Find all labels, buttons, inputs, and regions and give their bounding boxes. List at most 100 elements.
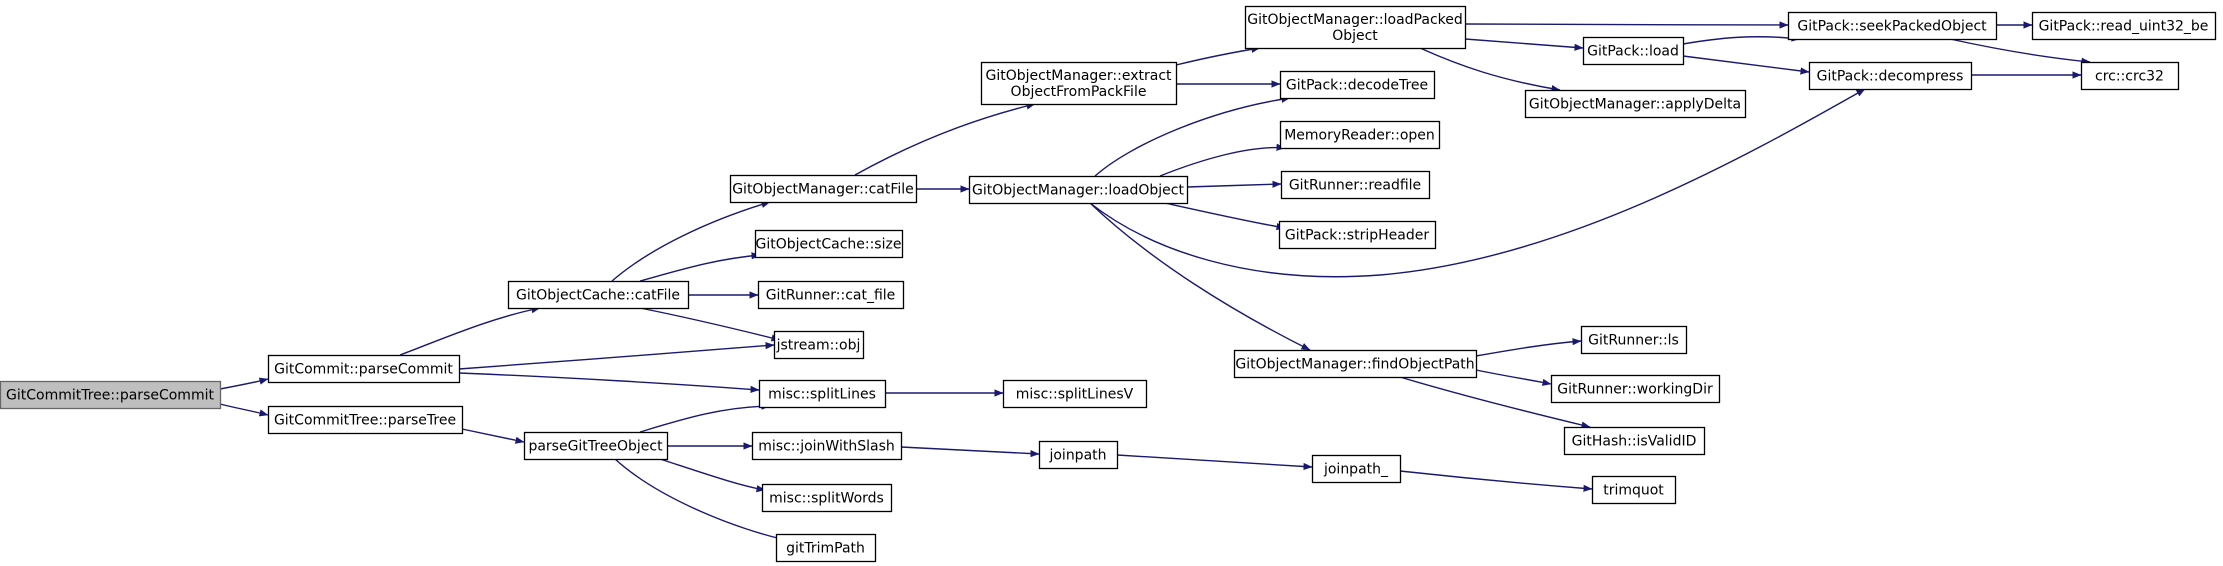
function-node-n16[interactable]: GitPack::stripHeader — [1278, 220, 1437, 250]
function-node-n26[interactable]: GitHash::isValidID — [1563, 426, 1706, 456]
node-box — [2080, 61, 2180, 91]
function-node-n22[interactable]: GitPack::read_uint32_be — [2031, 11, 2217, 41]
function-node-n0[interactable]: GitCommitTree::parseCommit — [0, 380, 222, 410]
function-label: GitObjectManager::catFile — [732, 182, 914, 198]
function-node-n25[interactable]: GitRunner::workingDir — [1550, 374, 1721, 404]
node-box — [507, 280, 690, 310]
call-edge-n11-n15 — [1186, 180, 1282, 188]
node-box — [1550, 374, 1721, 404]
function-label: GitObjectCache::catFile — [516, 288, 680, 304]
function-node-n8[interactable]: GitObjectCache::size — [754, 229, 904, 259]
function-label: GitObjectManager::findObjectPath — [1235, 357, 1474, 373]
function-label: GitObjectManager::extract — [985, 68, 1172, 84]
node-box — [1524, 89, 1747, 119]
call-edge-n1-n5 — [458, 372, 760, 393]
node-box — [2031, 11, 2217, 41]
function-node-n10[interactable]: GitObjectManager::extractObjectFromPackF… — [980, 61, 1178, 106]
call-edge-n3-n8 — [639, 252, 761, 282]
function-node-n15[interactable]: GitRunner::readfile — [1280, 170, 1431, 200]
function-node-n19[interactable]: GitObjectManager::applyDelta — [1524, 89, 1747, 119]
node-box — [980, 61, 1178, 106]
node-box — [1278, 220, 1437, 250]
call-edge-n3-n7 — [611, 201, 771, 282]
node-box — [1591, 475, 1677, 505]
call-edge-n11-n14 — [1159, 143, 1286, 177]
function-label: GitObjectManager::applyDelta — [1529, 97, 1741, 113]
function-node-n2[interactable]: GitCommitTree::parseTree — [267, 405, 464, 435]
call-edge-n32-n33 — [1399, 470, 1593, 492]
node-box — [1279, 70, 1436, 100]
node-box — [1038, 440, 1119, 470]
function-node-n27[interactable]: misc::splitLinesV — [1002, 379, 1148, 409]
function-node-n30[interactable]: gitTrimPath — [775, 533, 877, 563]
node-box — [267, 354, 461, 384]
function-node-n5[interactable]: misc::splitLines — [758, 379, 887, 409]
call-edge-n3-n4 — [639, 307, 781, 342]
call-edge-n28-n31 — [900, 446, 1040, 458]
function-node-n24[interactable]: GitRunner::ls — [1580, 325, 1688, 355]
call-edge-n11-n16 — [1164, 202, 1286, 231]
call-edge-n11-n13 — [1094, 95, 1291, 177]
function-label: GitRunner::readfile — [1289, 178, 1421, 194]
node-box — [523, 431, 669, 461]
function-label: joinpath_ — [1323, 462, 1389, 478]
node-box — [729, 174, 918, 204]
function-node-n3[interactable]: GitObjectCache::catFile — [507, 280, 690, 310]
call-edge-n12-n18 — [1464, 38, 1584, 51]
function-node-n21[interactable]: GitPack::decompress — [1808, 61, 1973, 91]
function-node-n32[interactable]: joinpath_ — [1311, 454, 1402, 484]
call-edge-n17-n26 — [1399, 376, 1591, 429]
function-label: GitCommitTree::parseTree — [274, 413, 456, 429]
node-box — [754, 229, 904, 259]
function-node-n6[interactable]: parseGitTreeObject — [523, 431, 669, 461]
node-box — [751, 431, 903, 461]
call-edge-n11-n21 — [1089, 88, 1866, 278]
node-box — [1563, 426, 1706, 456]
function-node-n29[interactable]: misc::splitWords — [761, 483, 893, 513]
node-box — [1244, 5, 1467, 50]
function-label: GitHash::isValidID — [1572, 434, 1697, 450]
function-label: GitObjectManager::loadObject — [972, 183, 1184, 199]
function-label: GitPack::load — [1587, 44, 1679, 60]
node-box — [1787, 11, 1998, 41]
function-node-n18[interactable]: GitPack::load — [1582, 36, 1685, 66]
node-box — [761, 483, 893, 513]
function-node-n11[interactable]: GitObjectManager::loadObject — [968, 175, 1189, 205]
function-node-n17[interactable]: GitObjectManager::findObjectPath — [1233, 349, 1478, 379]
function-node-n23[interactable]: crc::crc32 — [2080, 61, 2180, 91]
function-node-n20[interactable]: GitPack::seekPackedObject — [1787, 11, 1998, 41]
function-label: GitPack::stripHeader — [1285, 228, 1429, 244]
function-node-n4[interactable]: jstream::obj — [773, 330, 865, 360]
function-node-n33[interactable]: trimquot — [1591, 475, 1677, 505]
node-box — [267, 405, 464, 435]
call-edge-n6-n30 — [614, 458, 787, 542]
function-label: GitPack::decodeTree — [1286, 78, 1428, 94]
function-label: GitObjectCache::size — [756, 237, 902, 253]
function-node-n1[interactable]: GitCommit::parseCommit — [267, 354, 461, 384]
call-edge-n2-n6 — [461, 428, 525, 444]
function-label: GitObjectManager::loadPacked — [1247, 12, 1463, 28]
function-label: ObjectFromPackFile — [1011, 84, 1147, 100]
function-label: joinpath — [1048, 448, 1106, 464]
node-box — [1582, 36, 1685, 66]
function-label: misc::joinWithSlash — [758, 439, 894, 455]
function-node-n28[interactable]: misc::joinWithSlash — [751, 431, 903, 461]
call-edge-n12-n19 — [1419, 47, 1561, 93]
function-label: crc::crc32 — [2095, 69, 2164, 85]
function-node-n9[interactable]: GitRunner::cat_file — [757, 280, 905, 310]
function-label: misc::splitLines — [768, 387, 876, 403]
node-box — [1580, 325, 1688, 355]
function-label: GitPack::seekPackedObject — [1797, 19, 1987, 35]
function-label: GitPack::decompress — [1817, 69, 1964, 85]
function-node-n31[interactable]: joinpath — [1038, 440, 1119, 470]
node-box — [757, 280, 905, 310]
call-edge-n18-n20 — [1682, 34, 1801, 45]
function-label: misc::splitWords — [769, 491, 884, 507]
function-label: jstream::obj — [776, 338, 861, 354]
function-node-n13[interactable]: GitPack::decodeTree — [1279, 70, 1436, 100]
function-node-n14[interactable]: MemoryReader::open — [1279, 120, 1441, 150]
edges-layer — [219, 21, 2091, 542]
node-box — [1808, 61, 1973, 91]
function-node-n7[interactable]: GitObjectManager::catFile — [729, 174, 918, 204]
